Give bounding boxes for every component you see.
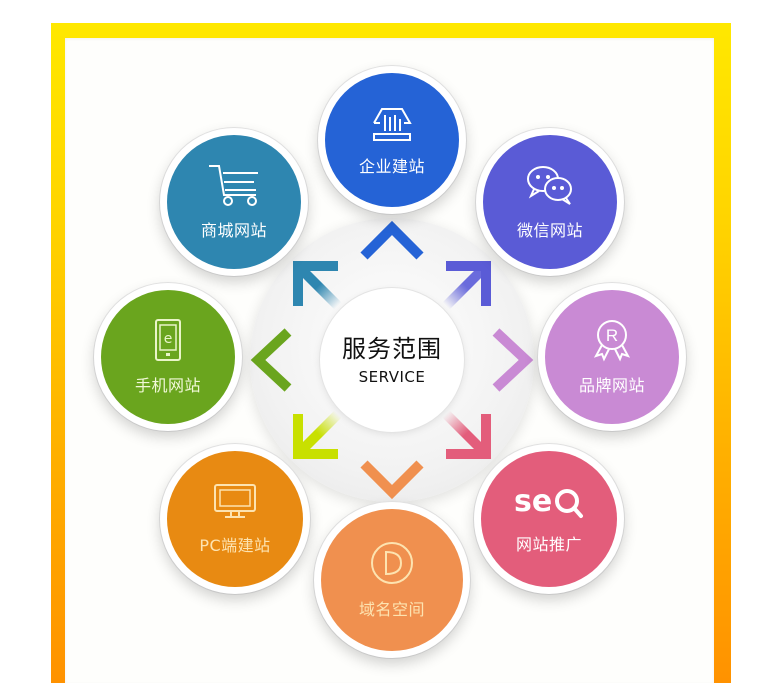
- arrow-down-left: [293, 410, 342, 459]
- arrow-up: [360, 220, 424, 285]
- registered-badge-icon: R: [593, 320, 631, 362]
- node-label: 企业建站: [358, 157, 425, 176]
- arrow-up-right: [442, 261, 491, 310]
- arrow-down-right: [442, 410, 491, 459]
- arrow-right: [464, 328, 534, 392]
- monitor-icon: [214, 484, 256, 518]
- arrow-left: [250, 328, 320, 392]
- hub-center: 服务范围 SERVICE: [320, 288, 464, 432]
- svg-text:se: se: [514, 484, 552, 519]
- node-enterprise-site[interactable]: 企业建站: [318, 66, 466, 214]
- svg-text:e: e: [164, 331, 173, 347]
- node-label: 网站推广: [515, 535, 582, 554]
- node-shop-site[interactable]: 商城网站: [160, 128, 308, 276]
- node-label: PC端建站: [199, 536, 271, 555]
- seo-search-icon: se: [514, 484, 583, 519]
- node-label: 域名空间: [358, 600, 425, 619]
- domain-d-icon: [371, 542, 413, 584]
- hub-subtitle: SERVICE: [358, 368, 426, 386]
- node-brand-site[interactable]: R 品牌网站: [538, 283, 686, 431]
- node-label: 微信网站: [516, 221, 583, 240]
- node-mobile-site[interactable]: e 手机网站: [94, 283, 242, 431]
- node-weixin-site[interactable]: 微信网站: [476, 128, 624, 276]
- hub-title: 服务范围: [342, 335, 442, 363]
- node-pc-site[interactable]: PC端建站: [160, 444, 310, 594]
- node-seo-promotion[interactable]: se 网站推广: [474, 444, 624, 594]
- arrow-up-left: [293, 261, 342, 310]
- svg-text:R: R: [606, 326, 618, 345]
- node-label: 手机网站: [134, 376, 201, 395]
- wechat-icon: [527, 166, 572, 205]
- node-label: 商城网站: [200, 221, 267, 240]
- node-domain-hosting[interactable]: 域名空间: [314, 502, 470, 658]
- building-icon: [373, 108, 412, 141]
- node-label: 品牌网站: [578, 376, 645, 395]
- arrow-down: [360, 435, 424, 500]
- shopping-cart-icon: [209, 165, 258, 206]
- mobile-phone-icon: e: [155, 319, 181, 361]
